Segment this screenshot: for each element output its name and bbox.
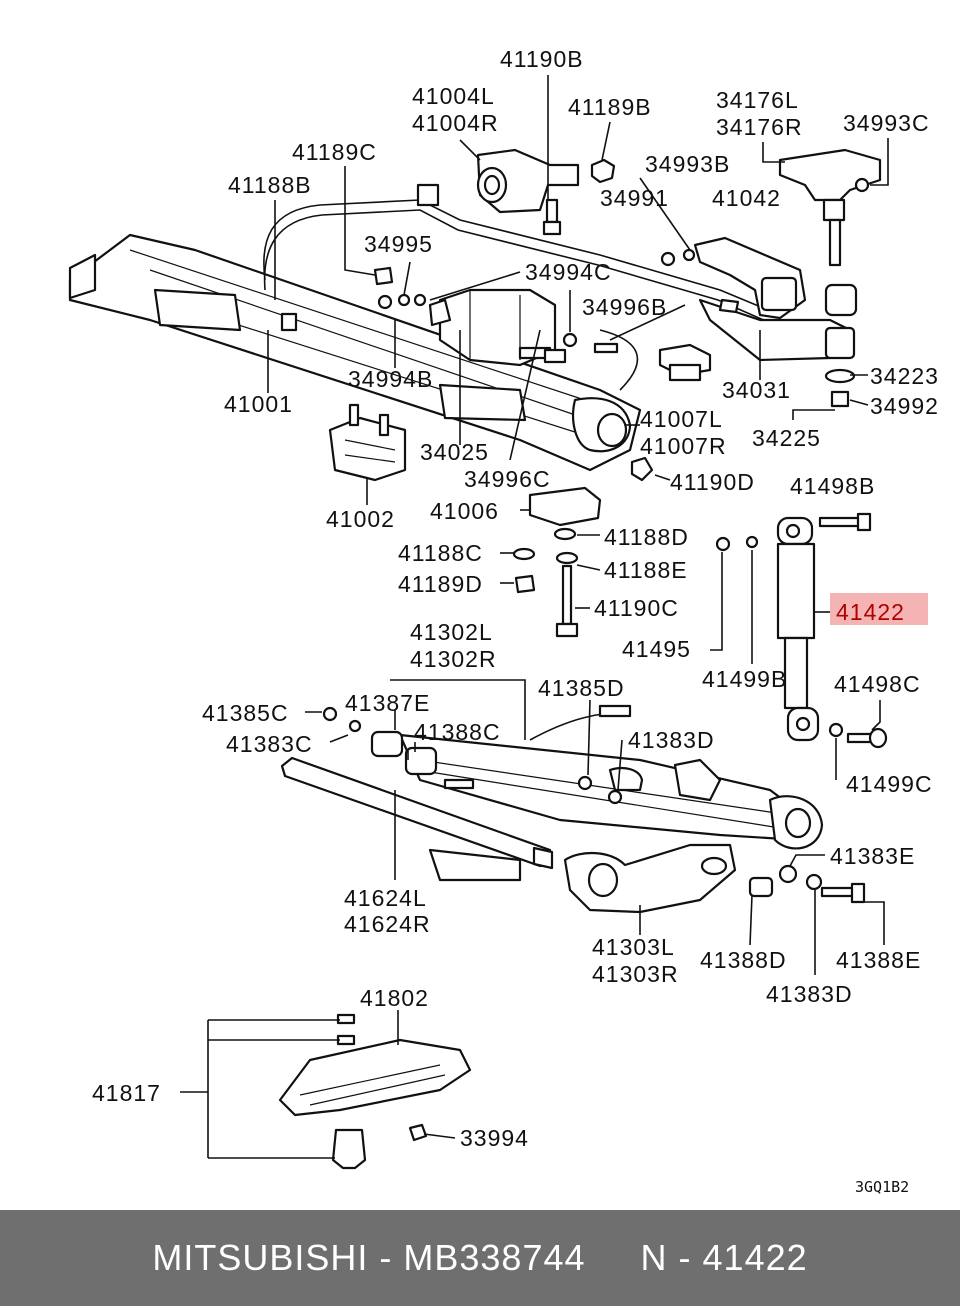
bolt-41190D bbox=[630, 456, 654, 482]
label-41303R: 41303R bbox=[592, 961, 679, 987]
leader-lines bbox=[180, 75, 889, 1159]
label-41004R: 41004R bbox=[412, 110, 499, 136]
footer-text: MITSUBISHI - MB338744 N - 41422 bbox=[152, 1237, 807, 1279]
label-41302R: 41302R bbox=[410, 646, 497, 672]
label-41498C: 41498C bbox=[834, 671, 921, 697]
label-41385C: 41385C bbox=[202, 700, 289, 726]
label-41188E: 41188E bbox=[604, 557, 688, 583]
label-41624L: 41624L bbox=[344, 885, 427, 911]
footer-bar: MITSUBISHI - MB338744 N - 41422 bbox=[0, 1210, 960, 1306]
label-34996C: 34996C bbox=[464, 466, 551, 492]
label-34994B: 34994B bbox=[348, 366, 433, 392]
label-41802: 41802 bbox=[360, 985, 429, 1011]
label-34993B: 34993B bbox=[645, 151, 730, 177]
label-41188B: 41188B bbox=[228, 172, 312, 198]
parts-diagram: 41190B 41004L 41004R 41189B 34176L 34176… bbox=[68, 46, 939, 1196]
bracket-34176 bbox=[778, 148, 882, 267]
label-41817: 41817 bbox=[92, 1080, 161, 1106]
separator: - bbox=[667, 1237, 703, 1278]
brand-name: MITSUBISHI bbox=[152, 1237, 369, 1278]
label-41006: 41006 bbox=[430, 498, 499, 524]
label-41190C: 41190C bbox=[594, 595, 679, 621]
label-34223: 34223 bbox=[870, 363, 939, 389]
label-33994: 33994 bbox=[460, 1125, 529, 1151]
label-41388E: 41388E bbox=[836, 947, 921, 973]
link-34031-bushings bbox=[698, 283, 858, 408]
label-41498B: 41498B bbox=[790, 473, 875, 499]
label-41189D: 41189D bbox=[398, 571, 483, 597]
washers-34991-34993B bbox=[660, 248, 696, 267]
label-41388D: 41388D bbox=[700, 947, 787, 973]
label-41385D: 41385D bbox=[538, 675, 625, 701]
trailing-arm-41303 bbox=[563, 843, 866, 914]
label-41188C: 41188C bbox=[398, 540, 483, 566]
label-41190B: 41190B bbox=[500, 46, 584, 72]
label-41388C: 41388C bbox=[414, 719, 501, 745]
part-number: MB338744 bbox=[403, 1237, 586, 1278]
highlight-box bbox=[830, 593, 928, 625]
ref-number: 41422 bbox=[702, 1237, 808, 1278]
label-41499B: 41499B bbox=[702, 666, 787, 692]
label-41189B: 41189B bbox=[568, 94, 652, 120]
label-41383D-bottom: 41383D bbox=[766, 981, 853, 1007]
label-41042: 41042 bbox=[712, 185, 781, 211]
part-labels: 41190B 41004L 41004R 41189B 34176L 34176… bbox=[92, 46, 939, 1196]
spacer bbox=[586, 1237, 641, 1278]
shock-absorber-41422 bbox=[715, 512, 888, 749]
label-41007L: 41007L bbox=[640, 406, 723, 432]
label-41189C: 41189C bbox=[292, 139, 377, 165]
label-34993C: 34993C bbox=[843, 110, 930, 136]
label-41387E: 41387E bbox=[345, 690, 430, 716]
label-34991: 34991 bbox=[600, 185, 669, 211]
label-41383E: 41383E bbox=[830, 843, 915, 869]
arm-41042 bbox=[693, 236, 807, 320]
label-41383C: 41383C bbox=[226, 731, 313, 757]
frame-crossmember-41001 bbox=[68, 233, 642, 472]
label-41495: 41495 bbox=[622, 636, 691, 662]
label-41624R: 41624R bbox=[344, 911, 431, 937]
label-34996B: 34996B bbox=[582, 294, 667, 320]
label-34995: 34995 bbox=[364, 231, 433, 257]
label-34025: 34025 bbox=[420, 439, 489, 465]
separator: - bbox=[368, 1237, 404, 1278]
label-41002: 41002 bbox=[326, 506, 395, 532]
label-34176L: 34176L bbox=[716, 87, 799, 113]
label-34176R: 34176R bbox=[716, 114, 803, 140]
label-41499C: 41499C bbox=[846, 771, 933, 797]
label-41383D-top: 41383D bbox=[628, 727, 715, 753]
label-41190D: 41190D bbox=[670, 469, 755, 495]
label-41188D: 41188D bbox=[604, 524, 689, 550]
label-34994C: 34994C bbox=[525, 259, 612, 285]
axle-assembly-41302 bbox=[322, 704, 824, 850]
label-34992: 34992 bbox=[870, 393, 939, 419]
diagram-code: 3GQ1B2 bbox=[855, 1178, 909, 1196]
bushing-41004 bbox=[476, 148, 580, 214]
bolt-41190B bbox=[542, 198, 562, 236]
label-34031: 34031 bbox=[722, 377, 791, 403]
label-41007R: 41007R bbox=[640, 433, 727, 459]
lateral-rod-41624 bbox=[280, 756, 554, 882]
label-41303L: 41303L bbox=[592, 934, 675, 960]
stabilizer-bar bbox=[263, 199, 781, 391]
label-41004L: 41004L bbox=[412, 83, 495, 109]
label-34225: 34225 bbox=[752, 425, 821, 451]
label-41422: 41422 bbox=[836, 599, 905, 625]
mount-41006 bbox=[512, 486, 602, 638]
mount-41002 bbox=[328, 403, 407, 482]
nut-41189B bbox=[590, 158, 616, 184]
label-41001: 41001 bbox=[224, 391, 293, 417]
label-41302L: 41302L bbox=[410, 619, 493, 645]
bracket-41802-41817 bbox=[278, 1013, 472, 1170]
ref-prefix: N bbox=[640, 1237, 668, 1278]
mount-41007 bbox=[658, 343, 712, 382]
